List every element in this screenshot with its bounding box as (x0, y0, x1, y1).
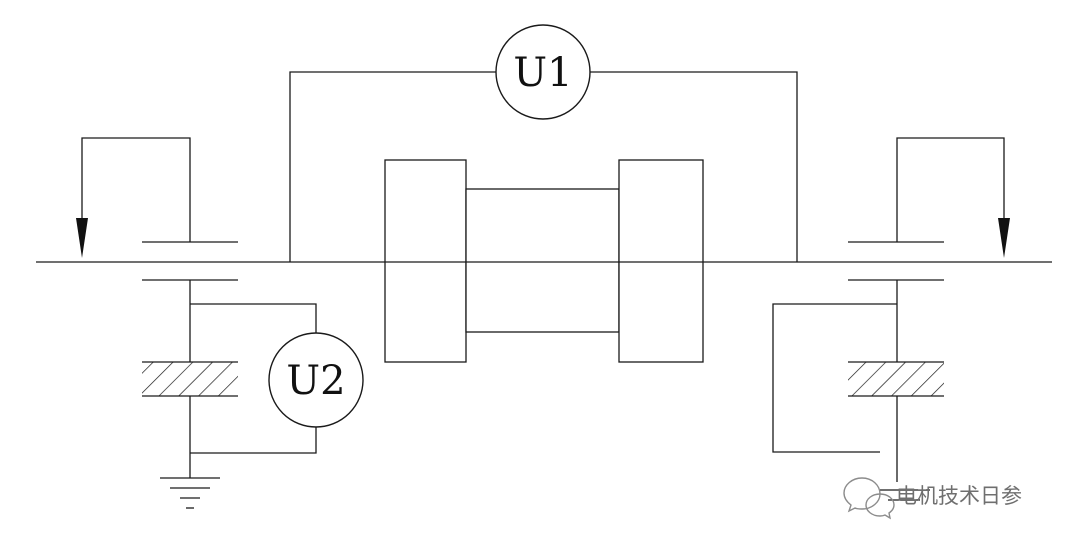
rotor-end-block-right (618, 159, 704, 363)
wechat-icon (843, 477, 895, 520)
u1-circuit: U1 (289, 24, 798, 262)
current-arrow-right-path (896, 137, 1005, 242)
bearing-right (772, 137, 1010, 501)
voltmeter-u1 (495, 24, 591, 120)
ground-icon (160, 477, 220, 509)
current-arrow-left-path (81, 137, 191, 242)
bearing-left (76, 137, 238, 509)
rotor-assembly (384, 159, 704, 363)
voltmeter-u2 (268, 332, 364, 428)
insulation-pad-right (848, 362, 944, 396)
voltmeter-u1-label: U1 (513, 50, 572, 96)
watermark-text: 电机技术日参 (896, 484, 1022, 508)
current-arrow-right-icon (998, 218, 1010, 258)
u2-circuit: U2 (190, 303, 364, 454)
insulation-pad-left (142, 362, 238, 396)
voltmeter-u2-label: U2 (286, 358, 345, 404)
bearing-right-bypass (772, 303, 897, 453)
rotor-end-block-left (384, 159, 467, 363)
watermark: 电机技术日参 (843, 477, 1022, 520)
rotor-core (465, 188, 620, 333)
current-arrow-left-icon (76, 218, 88, 258)
